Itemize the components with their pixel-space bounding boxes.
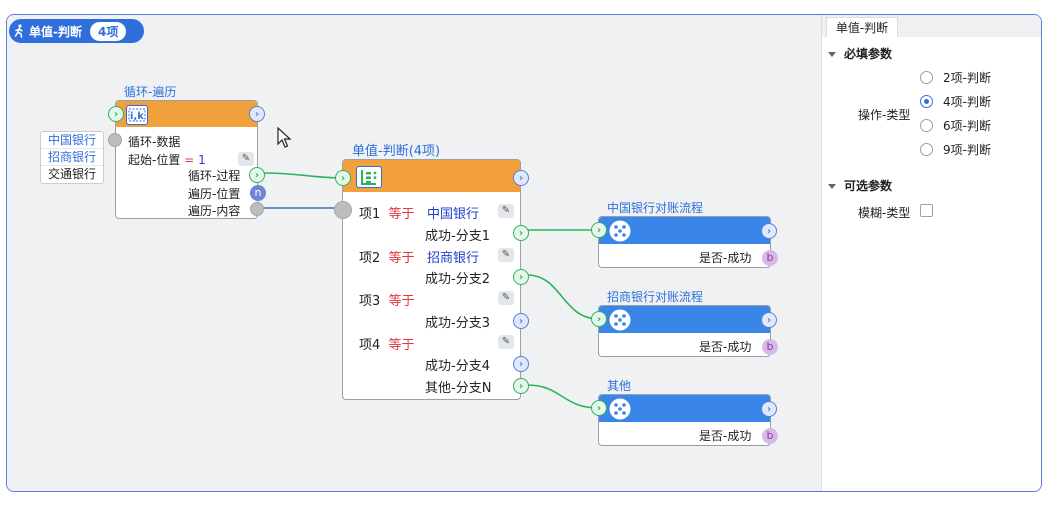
op-type-label: 操作-类型: [858, 108, 911, 122]
edit-pencil-icon[interactable]: ✎: [498, 291, 514, 305]
required-section-header[interactable]: 必填参数: [828, 45, 892, 62]
loop-data-label: 循环-数据: [128, 135, 181, 149]
judge-branch3-port[interactable]: ›: [513, 313, 529, 329]
svg-text:i,k: i,k: [130, 111, 144, 122]
judge-branch4-port[interactable]: ›: [513, 356, 529, 372]
bank-item[interactable]: 交通银行: [47, 167, 96, 181]
link-loop-process-to-judge: [262, 172, 341, 179]
mouse-cursor-icon: [277, 127, 292, 148]
tab-single-judge[interactable]: 单值-判断: [826, 17, 898, 37]
flow-next-port[interactable]: ›: [761, 312, 777, 328]
op-type-option[interactable]: 9项-判断: [920, 141, 991, 158]
flow-node-cn-bank[interactable]: › › 是否-成功 b: [591, 216, 778, 268]
loop-content-label: 遍历-内容: [188, 204, 241, 218]
judge-branch-label: 成功-分支3: [425, 316, 490, 331]
judge-other-branch-label: 其他-分支N: [425, 381, 492, 396]
judge-branch-label: 成功-分支4: [425, 359, 490, 374]
collapse-triangle-icon: [828, 184, 836, 189]
flow-output-label: 是否-成功: [699, 429, 752, 443]
loop-position-label: 遍历-位置: [188, 187, 241, 201]
flow-node-title: 招商银行对账流程: [607, 290, 704, 304]
panel-divider: [821, 15, 822, 491]
bank-item[interactable]: 招商银行: [41, 149, 103, 166]
flow-grid-icon: [609, 220, 631, 242]
judge-node[interactable]: › › 项1 等于 中国银行 ✎ 成功-分支1 › 项2 等于 招商银行 ✎ 成…: [334, 159, 529, 400]
loop-node[interactable]: i,k › › 循环-数据 起始-位置 = 1 ✎ 循环-过程 › 遍历-位置 …: [108, 100, 266, 219]
bank-item[interactable]: 中国银行: [41, 132, 103, 149]
loop-icon: i,k: [126, 105, 148, 125]
loop-start-label: 起始-位置 = 1: [128, 153, 206, 167]
loop-process-port[interactable]: ›: [249, 167, 265, 183]
flow-node-title: 中国银行对账流程: [607, 201, 704, 215]
judge-branch1-port[interactable]: ›: [513, 225, 529, 241]
judge-branch2-port[interactable]: ›: [513, 269, 529, 285]
judge-item-row: 项4 等于: [359, 338, 415, 353]
flow-bool-port[interactable]: b: [762, 428, 778, 444]
judge-branch-label: 成功-分支2: [425, 272, 490, 287]
fuzzy-type-label: 模糊-类型: [858, 206, 911, 220]
collapse-triangle-icon: [828, 52, 836, 57]
edit-pencil-icon[interactable]: ✎: [498, 204, 514, 218]
judge-input-port[interactable]: ›: [335, 170, 351, 186]
edit-pencil-icon[interactable]: ✎: [498, 335, 514, 349]
judge-item-row: 项1 等于 中国银行: [359, 207, 479, 222]
bank-list[interactable]: 中国银行 招商银行 交通银行: [40, 131, 104, 184]
loop-process-label: 循环-过程: [188, 169, 241, 183]
workflow-count-badge: 4项: [89, 21, 127, 41]
flow-node-cmb-bank[interactable]: › › 是否-成功 b: [591, 305, 778, 357]
flow-output-label: 是否-成功: [699, 251, 752, 265]
judge-item-row: 项3 等于: [359, 294, 415, 309]
op-type-option[interactable]: 6项-判断: [920, 117, 991, 134]
edit-pencil-icon[interactable]: ✎: [498, 248, 514, 262]
radio-button[interactable]: [920, 119, 933, 132]
workflow-canvas[interactable]: 单值-判断 4项 中国银行 招商银行 交通银行 循环-遍历 i,k › › 循环…: [7, 15, 821, 491]
loop-data-port[interactable]: [108, 133, 122, 147]
workflow-frame: 单值-判断 4项 中国银行 招商银行 交通银行 循环-遍历 i,k › › 循环…: [6, 14, 1042, 492]
walk-icon: [9, 24, 29, 38]
workflow-title-pill[interactable]: 单值-判断 4项: [9, 19, 144, 43]
properties-panel: 单值-判断 必填参数 操作-类型 2项-判断 4项-判断 6项-判断 9项-判断…: [822, 15, 1041, 491]
flow-next-port[interactable]: ›: [761, 401, 777, 417]
workflow-title: 单值-判断: [29, 24, 82, 39]
flow-output-label: 是否-成功: [699, 340, 752, 354]
judge-node-title: 单值-判断(4项): [352, 144, 441, 159]
flow-input-port[interactable]: ›: [591, 400, 607, 416]
judge-next-port[interactable]: ›: [513, 170, 529, 186]
loop-content-port[interactable]: [250, 202, 264, 216]
judge-branch-label: 成功-分支1: [425, 229, 490, 244]
judge-item-row: 项2 等于 招商银行: [359, 251, 479, 266]
radio-button[interactable]: [920, 71, 933, 84]
flow-node-title: 其他: [607, 379, 632, 393]
judge-icon: [356, 166, 382, 188]
op-type-option[interactable]: 4项-判断: [920, 93, 991, 110]
fuzzy-type-checkbox[interactable]: [920, 204, 933, 217]
loop-next-port[interactable]: ›: [249, 106, 265, 122]
flow-grid-icon: [609, 309, 631, 331]
loop-input-port[interactable]: ›: [108, 106, 124, 122]
flow-input-port[interactable]: ›: [591, 222, 607, 238]
radio-button-checked[interactable]: [920, 95, 933, 108]
judge-other-port[interactable]: ›: [513, 378, 529, 394]
flow-bool-port[interactable]: b: [762, 250, 778, 266]
flow-grid-icon: [609, 398, 631, 420]
link-branch2-to-flow2: [526, 274, 600, 320]
judge-value-port[interactable]: [334, 201, 352, 219]
edit-pencil-icon[interactable]: ✎: [238, 152, 254, 166]
flow-input-port[interactable]: ›: [591, 311, 607, 327]
flow-bool-port[interactable]: b: [762, 339, 778, 355]
loop-position-port[interactable]: n: [250, 185, 266, 201]
flow-next-port[interactable]: ›: [761, 223, 777, 239]
connection-lines: [262, 172, 600, 409]
flow-node-other[interactable]: › › 是否-成功 b: [591, 394, 778, 446]
link-branchN-to-flow3: [526, 384, 600, 409]
optional-section-header[interactable]: 可选参数: [828, 177, 892, 194]
panel-tabbar: 单值-判断: [822, 15, 1041, 37]
radio-button[interactable]: [920, 143, 933, 156]
op-type-option[interactable]: 2项-判断: [920, 69, 991, 86]
loop-node-title: 循环-遍历: [124, 85, 177, 99]
